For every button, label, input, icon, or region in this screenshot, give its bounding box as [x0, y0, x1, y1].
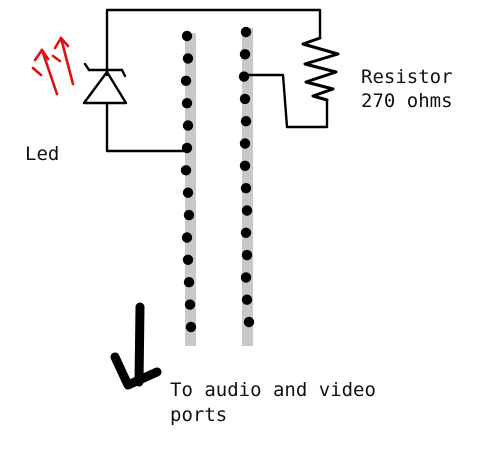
breadboard-hole-right: [240, 272, 252, 283]
board-to-resistor-wire: [242, 73, 329, 129]
breadboard-hole-right: [241, 205, 253, 216]
breadboard-hole-right: [241, 249, 253, 261]
breadboard-hole-right: [240, 116, 252, 127]
wires: [105, 8, 329, 153]
breadboard-hole-right: [243, 316, 255, 328]
breadboard-hole-right: [241, 294, 253, 305]
breadboard-hole-right: [239, 160, 251, 171]
breadboard-holes-right: [238, 26, 255, 328]
led-to-board-wire: [105, 103, 188, 153]
breadboard-hole-left: [183, 277, 195, 288]
breadboard-hole-right: [239, 49, 251, 60]
breadboard-hole-left: [181, 232, 193, 243]
breadboard-hole-left: [182, 53, 194, 64]
top-wire: [105, 8, 322, 77]
breadboard-hole-right: [239, 93, 251, 105]
breadboard-hole-left: [181, 30, 193, 42]
resistor-label: Resistor: [361, 66, 453, 88]
led-diode-symbol-icon: [82, 62, 128, 105]
ports-label: To audio and video: [170, 379, 376, 401]
breadboard-hole-right: [240, 227, 252, 238]
breadboard-hole-left: [182, 120, 194, 131]
breadboard-hole-left: [182, 187, 194, 198]
light-emission-arrows-icon: [31, 36, 75, 96]
ports-label-cont: ports: [170, 404, 228, 426]
breadboard-hole-left: [185, 321, 197, 333]
resistor-value-label: 270 ohms: [361, 90, 453, 112]
breadboard-hole-left: [180, 75, 192, 87]
breadboard-hole-left: [181, 98, 193, 109]
breadboard-hole-right: [240, 26, 252, 38]
led-label: Led: [25, 143, 60, 165]
breadboard-hole-right: [240, 183, 252, 194]
breadboard-hole-left: [184, 299, 196, 310]
breadboard-hole-left: [183, 209, 195, 221]
breadboard-hole-right: [239, 138, 251, 149]
resistor-zigzag-icon: [301, 36, 340, 102]
breadboard-hole-left: [182, 254, 194, 265]
breadboard-hole-left: [180, 165, 192, 176]
down-arrow-icon: [110, 302, 162, 390]
breadboard-hole-right: [238, 71, 250, 82]
